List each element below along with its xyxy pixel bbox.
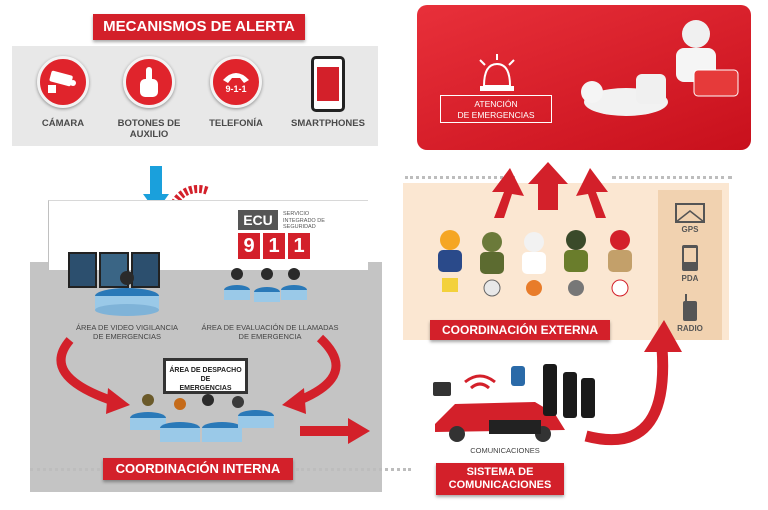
device-pda: PDA (658, 244, 722, 283)
pda-icon (681, 244, 699, 272)
camera-icon (37, 56, 89, 108)
mechanism-telephony: 9-1-1 TELEFONÍA (191, 56, 281, 129)
communications-label: COMUNICACIONES (455, 446, 555, 455)
mechanism-label: SMARTPHONES (283, 118, 373, 129)
mechanisms-title: MECANISMOS DE ALERTA (93, 14, 305, 40)
rescue-scene-illustration (576, 14, 746, 134)
communications-system-banner: SISTEMA DE COMUNICACIONES (436, 463, 564, 495)
mechanism-smartphones: SMARTPHONES (283, 56, 373, 129)
soldier-figure (480, 232, 504, 296)
map-icon (675, 203, 705, 223)
firefighter-figure (438, 230, 462, 292)
police-figure (564, 230, 588, 296)
smartphone-icon (311, 56, 345, 112)
right-arrow-icon (300, 418, 370, 444)
mechanism-label: CÁMARA (18, 118, 108, 129)
rescue-figure (608, 230, 632, 296)
phone-911-icon: 9-1-1 (210, 56, 262, 108)
dotted-divider (296, 468, 411, 471)
external-up-arrows (480, 162, 620, 218)
dotted-divider (612, 176, 732, 179)
comms-to-external-arrow (580, 318, 690, 458)
medic-figure (522, 232, 546, 296)
mechanism-buttons: BOTONES DE AUXILIO (104, 56, 194, 140)
evaluation-desks (222, 264, 312, 314)
logo-subtitle: SERVICIO INTEGRADO DE SEGURIDAD (283, 211, 343, 231)
siren-icon (476, 54, 518, 94)
video-desk (92, 268, 162, 318)
hand-press-icon (123, 56, 175, 108)
agency-figures (430, 226, 650, 306)
coordination-internal-banner: COORDINACIÓN INTERNA (103, 458, 293, 480)
mechanism-label: BOTONES DE AUXILIO (104, 118, 194, 140)
mechanism-label: TELEFONÍA (191, 118, 281, 129)
device-gps: GPS (658, 203, 722, 234)
dotted-divider (30, 468, 100, 471)
emergency-attention-label: ATENCIÓN DE EMERGENCIAS (440, 95, 552, 123)
mechanism-camera: CÁMARA (18, 56, 108, 129)
